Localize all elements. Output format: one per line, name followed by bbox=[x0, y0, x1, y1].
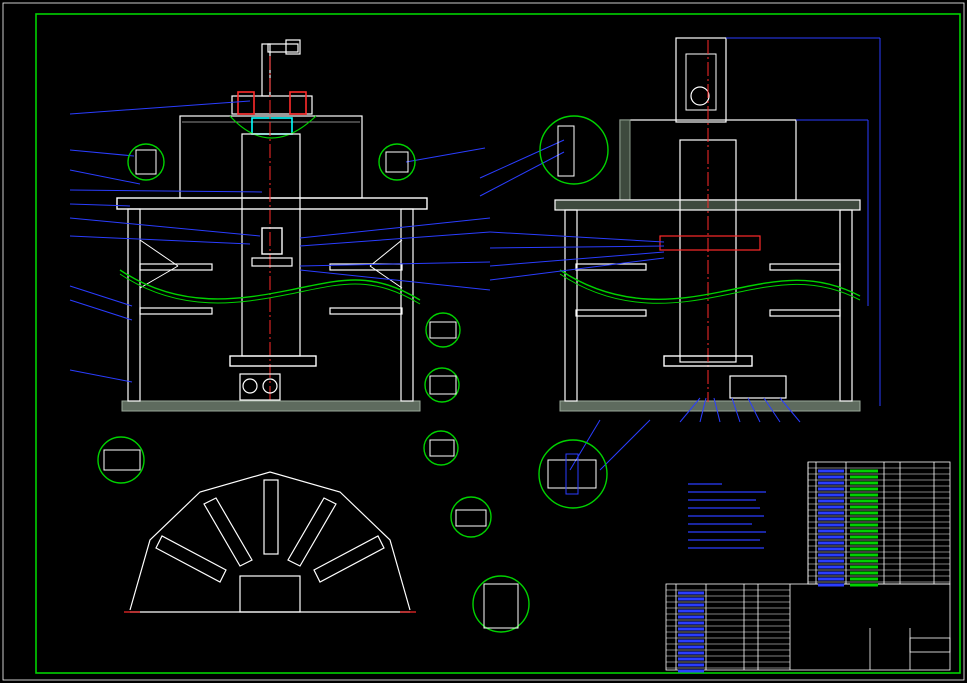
parts-list-entry bbox=[818, 505, 844, 509]
parts-list-entry bbox=[678, 597, 704, 601]
parts-list-entry bbox=[850, 481, 878, 485]
parts-list-entry bbox=[850, 487, 878, 491]
parts-list-entry bbox=[818, 553, 844, 557]
parts-list-entry bbox=[850, 541, 878, 545]
parts-list-entry bbox=[678, 591, 704, 595]
parts-list-entry bbox=[678, 651, 704, 655]
parts-list-entry bbox=[678, 609, 704, 613]
parts-list-entry bbox=[850, 577, 878, 581]
parts-list-entry bbox=[678, 657, 704, 661]
parts-list-entry bbox=[678, 603, 704, 607]
parts-list-entry bbox=[850, 565, 878, 569]
parts-list-entry bbox=[818, 577, 844, 581]
parts-list-entry bbox=[850, 559, 878, 563]
side-detail-circles bbox=[538, 115, 609, 509]
parts-list-entry bbox=[818, 499, 844, 503]
parts-list-entry bbox=[678, 627, 704, 631]
parts-list-entry bbox=[818, 535, 844, 539]
top-housing bbox=[179, 115, 363, 199]
parts-list-entry bbox=[850, 517, 878, 521]
front-leaders bbox=[69, 100, 491, 383]
parts-list-entry bbox=[818, 469, 844, 473]
parts-list-entry bbox=[678, 633, 704, 637]
parts-list-entry bbox=[850, 547, 878, 551]
side-dimensions bbox=[479, 37, 881, 471]
parts-list-entry bbox=[850, 553, 878, 557]
parts-list-entry bbox=[850, 523, 878, 527]
technical-notes bbox=[688, 483, 766, 549]
parts-list-entry bbox=[850, 499, 878, 503]
parts-list-entry bbox=[818, 547, 844, 551]
top-plate bbox=[116, 197, 428, 210]
parts-list-entry bbox=[818, 541, 844, 545]
ground-hatch bbox=[121, 400, 421, 412]
parts-list-entry bbox=[818, 487, 844, 491]
parts-list bbox=[665, 461, 951, 671]
front-detail-circles bbox=[97, 143, 530, 633]
parts-list-entry bbox=[850, 535, 878, 539]
parts-list-entry bbox=[818, 559, 844, 563]
front-detail-contents bbox=[103, 149, 519, 629]
parts-list-entry bbox=[678, 645, 704, 649]
parts-list-entry bbox=[850, 493, 878, 497]
plan-view bbox=[124, 471, 416, 613]
side-detail-contents bbox=[547, 125, 597, 495]
parts-list-entry bbox=[678, 639, 704, 643]
parts-list-rows bbox=[666, 467, 950, 669]
parts-list-entry bbox=[818, 583, 844, 587]
parts-list-entry bbox=[678, 663, 704, 667]
parts-list-entry bbox=[818, 475, 844, 479]
parts-list-entry bbox=[850, 583, 878, 587]
parts-list-entry bbox=[850, 505, 878, 509]
parts-list-entry bbox=[850, 529, 878, 533]
front-view bbox=[116, 39, 428, 412]
parts-list-entry bbox=[818, 517, 844, 521]
parts-list-entry bbox=[818, 529, 844, 533]
parts-list-entry bbox=[818, 523, 844, 527]
parts-list-entry bbox=[818, 481, 844, 485]
parts-list-entries bbox=[678, 469, 878, 673]
parts-list-entry bbox=[850, 571, 878, 575]
parts-list-entry bbox=[850, 511, 878, 515]
parts-list-entry bbox=[678, 621, 704, 625]
side-view bbox=[554, 37, 861, 412]
parts-list-entry bbox=[678, 615, 704, 619]
parts-list-entry bbox=[818, 511, 844, 515]
parts-list-entry bbox=[818, 571, 844, 575]
parts-list-entry bbox=[850, 475, 878, 479]
parts-list-entry bbox=[818, 493, 844, 497]
parts-list-entry bbox=[850, 469, 878, 473]
parts-list-entry bbox=[678, 669, 704, 673]
parts-list-entry bbox=[818, 565, 844, 569]
